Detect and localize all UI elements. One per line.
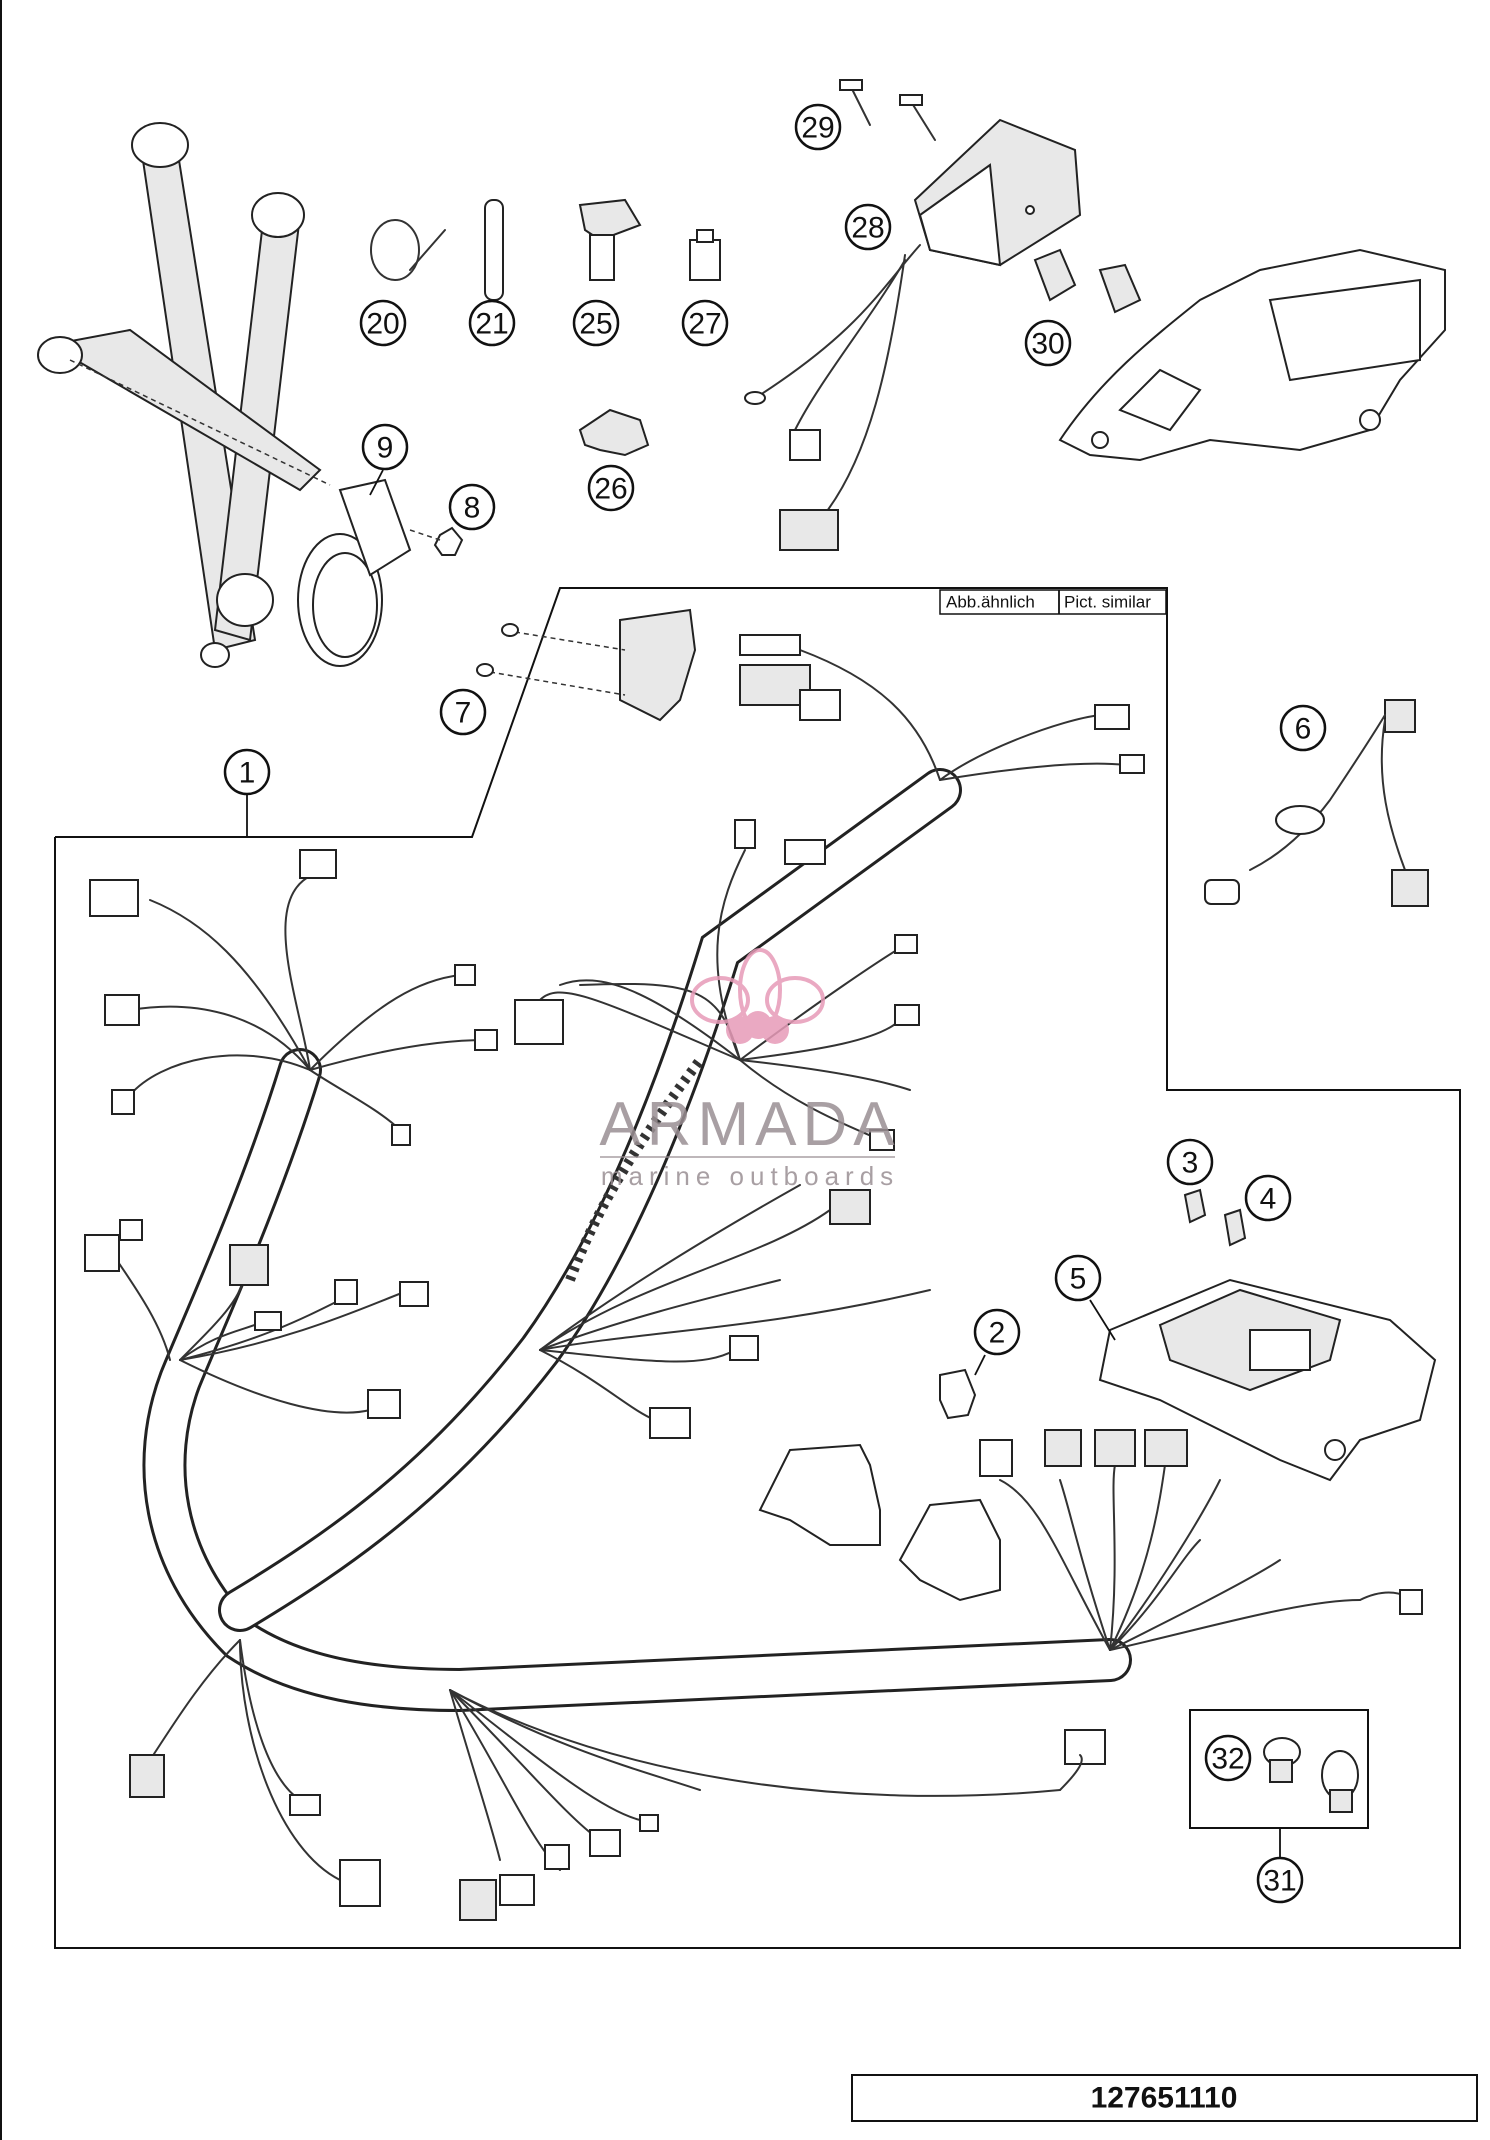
watermark-brand: ARMADA: [599, 1090, 900, 1159]
svg-text:7: 7: [455, 697, 472, 730]
svg-text:20: 20: [366, 308, 399, 341]
clamp-box: [1189, 1709, 1369, 1829]
callout-29: 29: [794, 103, 842, 151]
svg-text:25: 25: [579, 308, 612, 341]
callout-9: 9: [361, 423, 409, 496]
callout-32: 32: [1204, 1734, 1252, 1782]
horn: [297, 478, 464, 667]
svg-text:29: 29: [801, 112, 834, 145]
svg-text:2: 2: [989, 1317, 1006, 1350]
callout-1: 1: [223, 748, 271, 837]
callout-3: 3: [1166, 1138, 1214, 1186]
note-label-en: Pict. similar: [1064, 593, 1151, 612]
main-frame: [54, 587, 1461, 1949]
note-box: Abb.ähnlich Pict. similar: [939, 589, 1167, 615]
svg-text:30: 30: [1031, 328, 1064, 361]
svg-text:26: 26: [594, 473, 627, 506]
cable-tie: [370, 219, 446, 281]
callout-20: 20: [359, 299, 407, 347]
connector-bracket: [476, 608, 697, 722]
voltage-regulator: [744, 118, 1082, 551]
callout-30: 30: [1024, 319, 1072, 367]
callout-8: 8: [448, 483, 496, 531]
callout-28: 28: [844, 203, 892, 251]
orchid-logo-icon: [690, 948, 825, 1044]
fuse-holder: [939, 1368, 977, 1420]
fuses: [1183, 1188, 1247, 1247]
svg-text:4: 4: [1260, 1183, 1277, 1216]
ecu-control-unit: [1098, 1278, 1437, 1482]
callout-5: 5: [1054, 1254, 1116, 1341]
relay: [689, 229, 721, 281]
holder-clip: [578, 408, 650, 457]
watermark: ARMADA marine outboards: [599, 948, 900, 1191]
callout-25: 25: [572, 299, 620, 347]
svg-text:9: 9: [377, 432, 394, 465]
callout-27: 27: [681, 299, 729, 347]
callout-31: 31: [1256, 1828, 1304, 1904]
svg-text:8: 8: [464, 492, 481, 525]
svg-text:3: 3: [1182, 1147, 1199, 1180]
part-number-box: 127651110: [851, 2074, 1478, 2122]
callout-2: 2: [973, 1308, 1021, 1376]
svg-text:5: 5: [1070, 1263, 1087, 1296]
svg-text:6: 6: [1295, 713, 1312, 746]
svg-text:21: 21: [475, 308, 508, 341]
callout-21: 21: [468, 299, 516, 347]
main-wiring-harness: [84, 634, 1423, 1921]
rubber-strap: [484, 199, 504, 301]
svg-text:31: 31: [1263, 1865, 1296, 1898]
svg-text:32: 32: [1211, 1743, 1244, 1776]
socket-holder: [578, 198, 642, 281]
horn-bracket: [37, 122, 331, 668]
screws: [839, 79, 936, 141]
callout-6: 6: [1279, 704, 1327, 752]
callout-26: 26: [587, 464, 635, 512]
svg-text:1: 1: [239, 757, 256, 790]
callout-7: 7: [439, 688, 487, 736]
part-number: 127651110: [1091, 2082, 1238, 2115]
clips: [1033, 248, 1142, 314]
callout-4: 4: [1244, 1174, 1292, 1222]
svg-text:27: 27: [688, 308, 721, 341]
sensor-cable: [1204, 699, 1429, 907]
rear-subframe: [1058, 248, 1446, 462]
note-label-de: Abb.ähnlich: [946, 593, 1035, 612]
hose-clamps: [1263, 1737, 1359, 1813]
watermark-tagline: marine outboards: [601, 1161, 899, 1191]
svg-text:28: 28: [851, 212, 884, 245]
